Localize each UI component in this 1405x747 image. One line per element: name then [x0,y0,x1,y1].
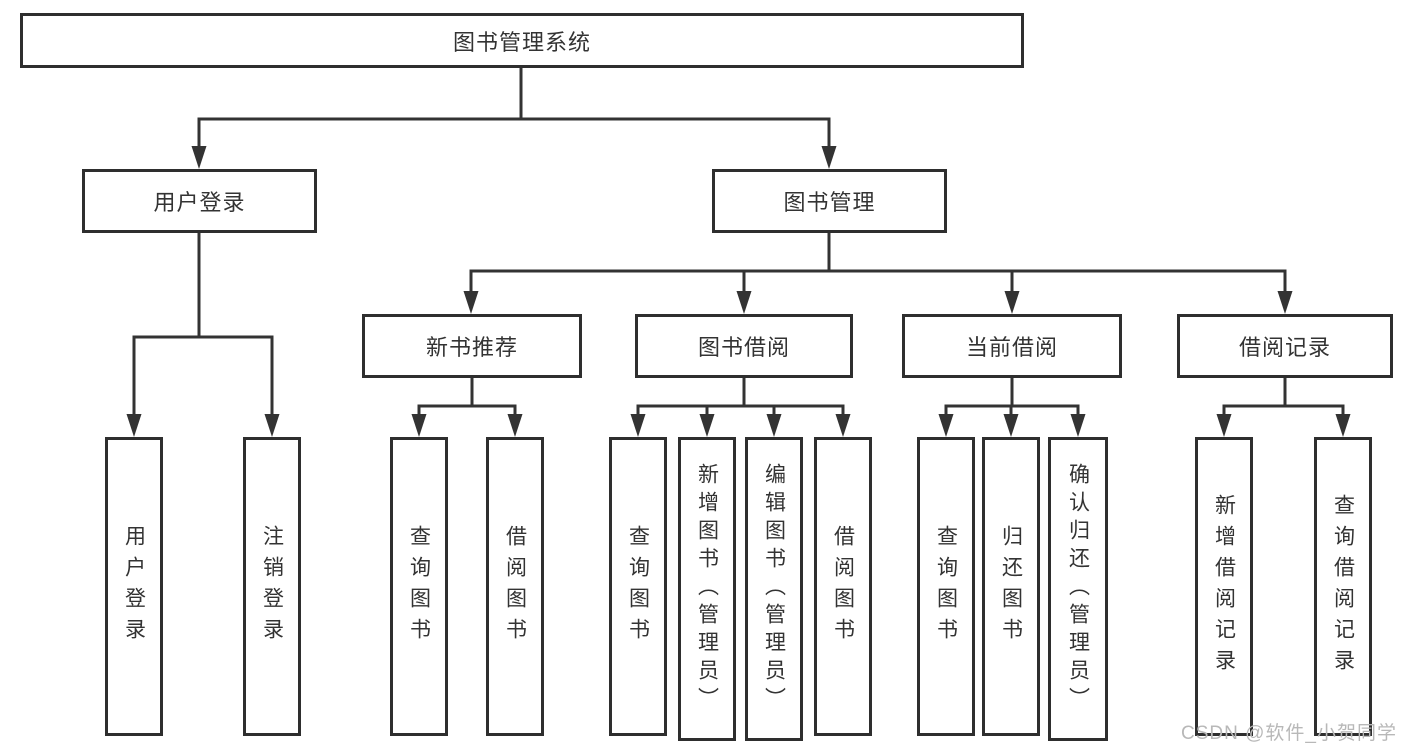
node-current-borrow: 当前借阅 [902,314,1122,378]
arrowhead [1216,414,1232,437]
arrowhead [264,414,280,437]
arrowhead [191,146,207,169]
arrowhead [1277,291,1293,314]
arrowhead [766,414,782,437]
leaf-add-borrow-record: 新增借阅记录 [1195,437,1253,736]
arrowhead [938,414,954,437]
arrowhead [1003,414,1019,437]
arrowhead [1070,414,1086,437]
node-book-management: 图书管理 [712,169,947,233]
arrowhead [630,414,646,437]
arrowheads [126,146,1351,437]
leaf-query-books-recommend: 查询图书 [390,437,448,736]
arrowhead [507,414,523,437]
csdn-watermark: CSDN @软件_小贺同学 [1181,723,1397,744]
arrowhead [699,414,715,437]
arrowhead [1335,414,1351,437]
leaf-add-book-admin: 新增图书（管理员） [678,437,736,741]
leaf-borrow-books-recommend: 借阅图书 [486,437,544,736]
arrowhead [821,146,837,169]
arrowhead [411,414,427,437]
leaf-edit-book-admin: 编辑图书（管理员） [745,437,803,741]
leaf-logout: 注销登录 [243,437,301,736]
leaf-confirm-return-admin: 确认归还（管理员） [1048,437,1108,741]
leaf-return-book: 归还图书 [982,437,1040,736]
arrowhead [126,414,142,437]
leaf-user-login: 用户登录 [105,437,163,736]
node-borrow-records: 借阅记录 [1177,314,1393,378]
leaf-query-borrow-record: 查询借阅记录 [1314,437,1372,736]
arrowhead [835,414,851,437]
arrowhead [463,291,479,314]
node-new-book-recommend: 新书推荐 [362,314,582,378]
arrowhead [1004,291,1020,314]
leaf-query-books-borrow: 查询图书 [609,437,667,736]
node-user-login: 用户登录 [82,169,317,233]
arrowhead [736,291,752,314]
node-book-borrow: 图书借阅 [635,314,853,378]
leaf-query-books-current: 查询图书 [917,437,975,736]
node-library-management-system: 图书管理系统 [20,13,1024,68]
leaf-borrow-books: 借阅图书 [814,437,872,736]
